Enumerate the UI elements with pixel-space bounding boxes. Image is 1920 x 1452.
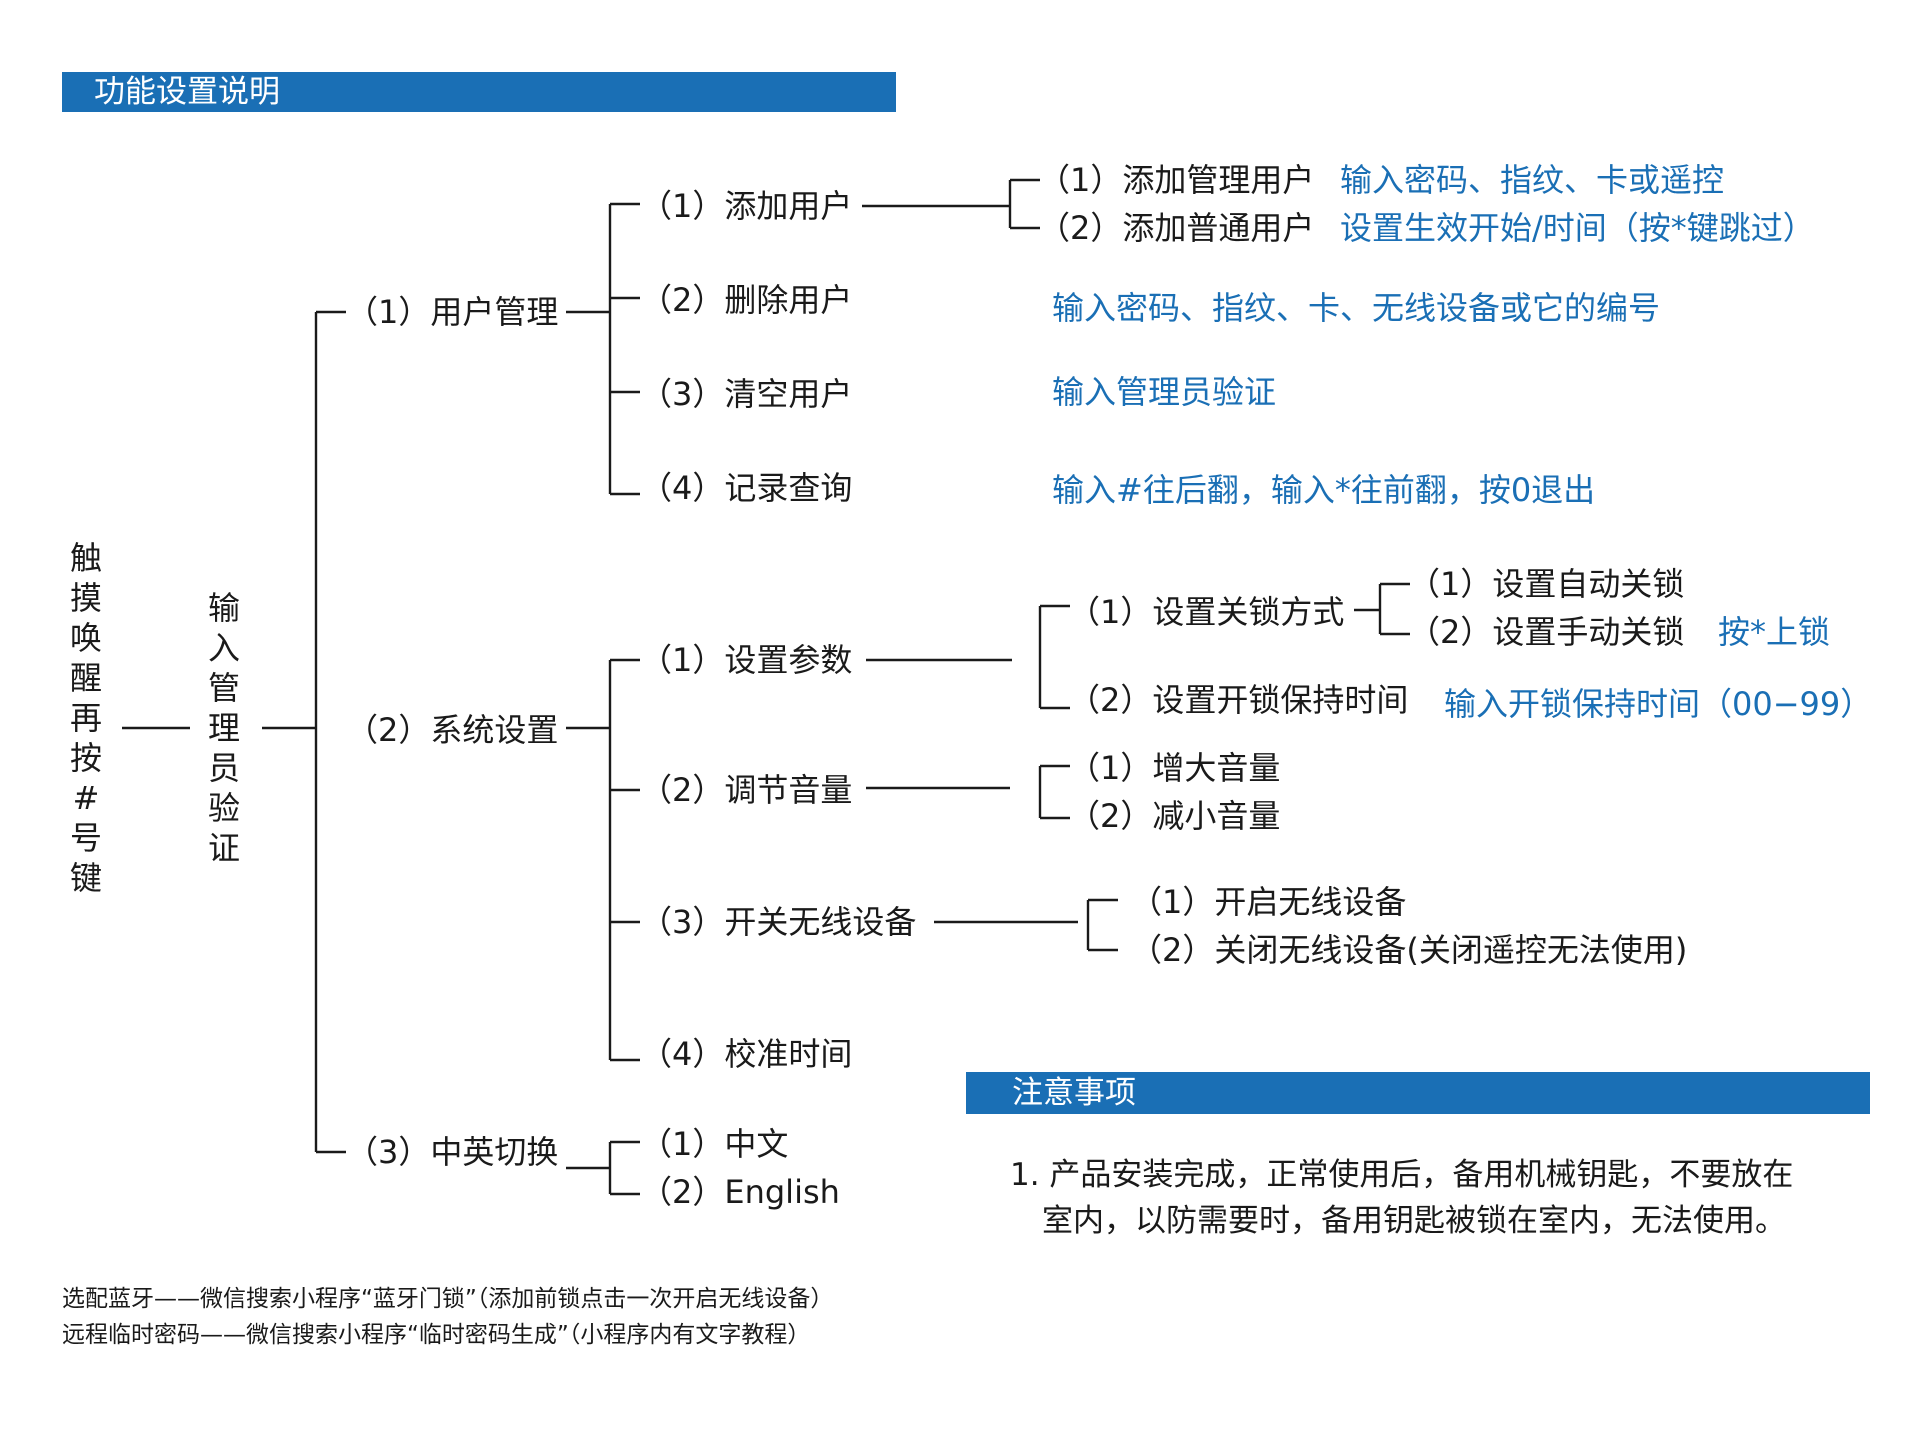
section-title: 功能设置说明 [94,74,280,110]
language-switch-node: （3）中英切换 [346,1133,559,1171]
record-query-node: （4）记录查询 [640,469,853,507]
delete-user-node: （2）删除用户 [640,281,853,319]
notes-line-2: 室内，以防需要时，备用钥匙被锁在室内，无法使用。 [1042,1203,1786,1239]
add-admin-hint: 输入密码、指纹、卡或遥控 [1340,161,1725,199]
add-user-node: （1）添加用户 [640,187,853,225]
clear-users-node: （3）清空用户 [640,375,853,413]
system-settings-node: （2）系统设置 [346,711,559,749]
wireless-off-node: （2）关闭无线设备(关闭遥控无法使用) [1130,931,1688,969]
add-normal-user-node: （2）添加普通用户 [1038,209,1315,247]
notes-title: 注意事项 [1012,1075,1136,1111]
unlock-hold-hint: 输入开锁保持时间（00−99） [1444,685,1873,723]
user-management-node: （1）用户管理 [346,293,559,331]
footer-bluetooth-note: 选配蓝牙——微信搜索小程序“蓝牙门锁”（添加前锁点击一次开启无线设备） [62,1286,834,1312]
chinese-option-node: （1）中文 [640,1125,789,1163]
set-params-node: （1）设置参数 [640,641,853,679]
add-normal-hint: 设置生效开始/时间（按*键跳过） [1340,209,1815,247]
wireless-on-node: （1）开启无线设备 [1130,883,1407,921]
section-title-bar [62,72,896,112]
wake-label: 触摸唤 醒再按 #号键 [69,539,102,897]
volume-up-node: （1）增大音量 [1068,749,1281,787]
record-query-hint: 输入#往后翻，输入*往前翻，按0退出 [1052,471,1596,509]
admin-verify-label: 输入管 理员验 证 [207,589,240,867]
notes-line-1: 1. 产品安装完成，正常使用后，备用机械钥匙，不要放在 [1010,1157,1794,1193]
calibrate-time-node: （4）校准时间 [640,1035,853,1073]
unlock-hold-node: （2）设置开锁保持时间 [1068,681,1409,719]
english-option-node: （2）English [640,1173,840,1211]
lock-mode-node: （1）设置关锁方式 [1068,593,1345,631]
manual-lock-node: （2）设置手动关锁 [1408,613,1685,651]
auto-lock-node: （1）设置自动关锁 [1408,565,1685,603]
add-admin-user-node: （1）添加管理用户 [1038,161,1315,199]
manual-lock-hint: 按*上锁 [1718,613,1831,651]
footer-temp-password-note: 远程临时密码——微信搜索小程序“临时密码生成”（小程序内有文字教程） [62,1322,811,1348]
adjust-volume-node: （2）调节音量 [640,771,853,809]
volume-down-node: （2）减小音量 [1068,797,1281,835]
delete-user-hint: 输入密码、指纹、卡、无线设备或它的编号 [1052,289,1661,327]
clear-users-hint: 输入管理员验证 [1052,373,1277,411]
notes-title-bar [966,1072,1870,1114]
wireless-toggle-node: （3）开关无线设备 [640,903,917,941]
